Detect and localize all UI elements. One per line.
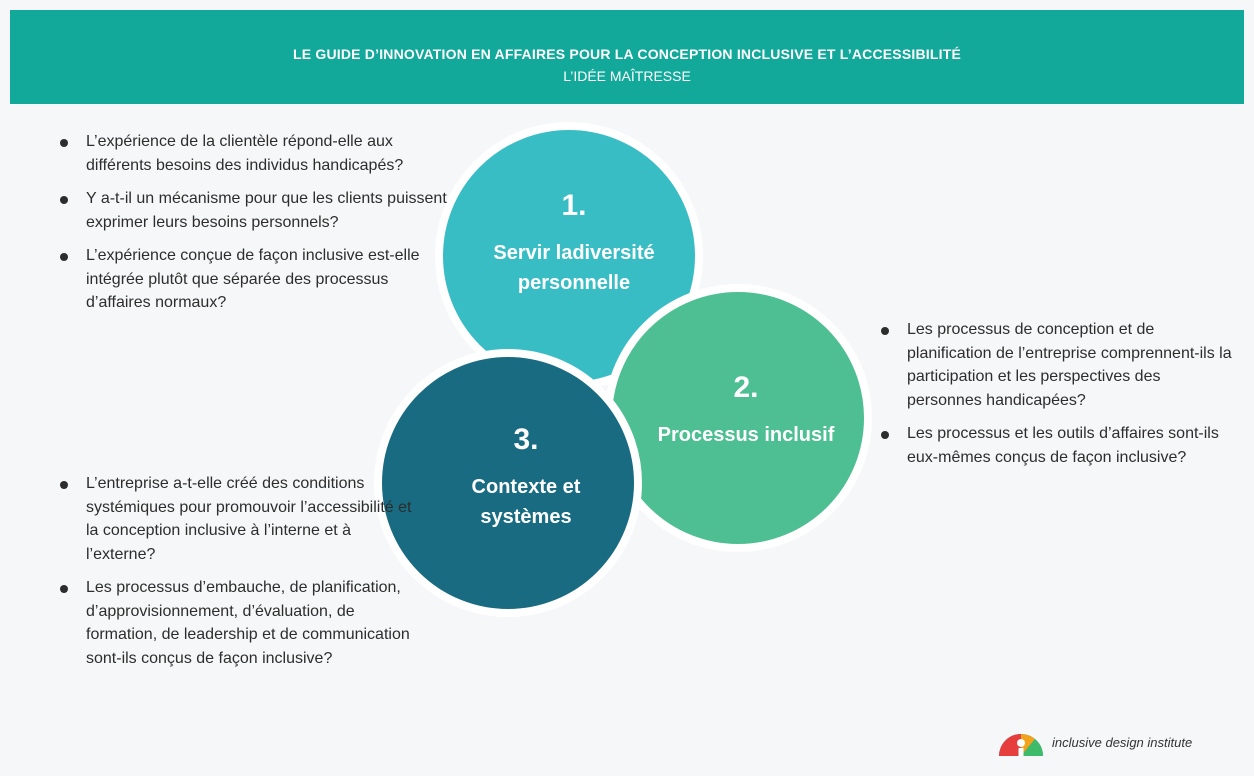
circle-1-title-line1: Servir ladiversité (493, 242, 655, 264)
question-text: Les processus de conception et de planif… (907, 321, 1232, 409)
question-text: Y a-t-il un mécanisme pour que les clien… (86, 190, 447, 231)
circle-contexte (374, 349, 642, 617)
page-title: LE GUIDE D’INNOVATION EN AFFAIRES POUR L… (292, 46, 962, 62)
questions-processus-list: Les processus de conception et de planif… (877, 318, 1239, 479)
questions-servir-list: L’expérience de la clientèle répond-elle… (56, 130, 452, 325)
circle-1-title-line2: personnelle (517, 272, 631, 294)
list-item: Les processus d’embauche, de planificati… (56, 576, 416, 670)
question-text: L’expérience de la clientèle répond-elle… (86, 133, 404, 174)
logo-text: inclusive design institute (1052, 735, 1193, 750)
bullet-icon (881, 327, 889, 335)
list-item: L’entreprise a-t-elle créé des condition… (56, 472, 416, 566)
bullet-icon (60, 585, 68, 593)
list-item: Y a-t-il un mécanisme pour que les clien… (56, 187, 452, 234)
page-subtitle: L’IDÉE MAÎTRESSE (563, 68, 691, 84)
circle-2-label: 2. Processus inclusif (622, 368, 870, 450)
question-text: Les processus d’embauche, de planificati… (86, 579, 410, 667)
idi-logo-icon (999, 734, 1043, 756)
bullet-icon (60, 196, 68, 204)
list-item: L’expérience conçue de façon inclusive e… (56, 244, 452, 315)
circle-3-label: 3. Contexte et systèmes (426, 420, 626, 532)
circle-1-label: 1. Servir ladiversité personnelle (460, 186, 688, 298)
circle-2-number: 2. (733, 371, 759, 404)
questions-contexte-list: L’entreprise a-t-elle créé des condition… (56, 472, 416, 680)
question-text: Les processus et les outils d’affaires s… (907, 425, 1219, 466)
bullet-icon (60, 481, 68, 489)
list-item: Les processus et les outils d’affaires s… (877, 422, 1239, 469)
circle-3-title-line2: systèmes (480, 506, 572, 528)
list-item: L’expérience de la clientèle répond-elle… (56, 130, 452, 177)
bullet-icon (60, 253, 68, 261)
list-item: Les processus de conception et de planif… (877, 318, 1239, 412)
bullet-icon (60, 139, 68, 147)
question-text: L’expérience conçue de façon inclusive e… (86, 247, 420, 311)
header-banner: LE GUIDE D’INNOVATION EN AFFAIRES POUR L… (10, 10, 1244, 104)
bullet-icon (881, 431, 889, 439)
question-text: L’entreprise a-t-elle créé des condition… (86, 475, 412, 563)
circle-1-number: 1. (561, 189, 587, 222)
circle-2-title-line1: Processus inclusif (657, 424, 835, 446)
circle-3-number: 3. (513, 423, 539, 456)
circle-3-title-line1: Contexte et (471, 476, 581, 498)
inclusive-design-institute-logo: inclusive design institute (996, 726, 1226, 758)
